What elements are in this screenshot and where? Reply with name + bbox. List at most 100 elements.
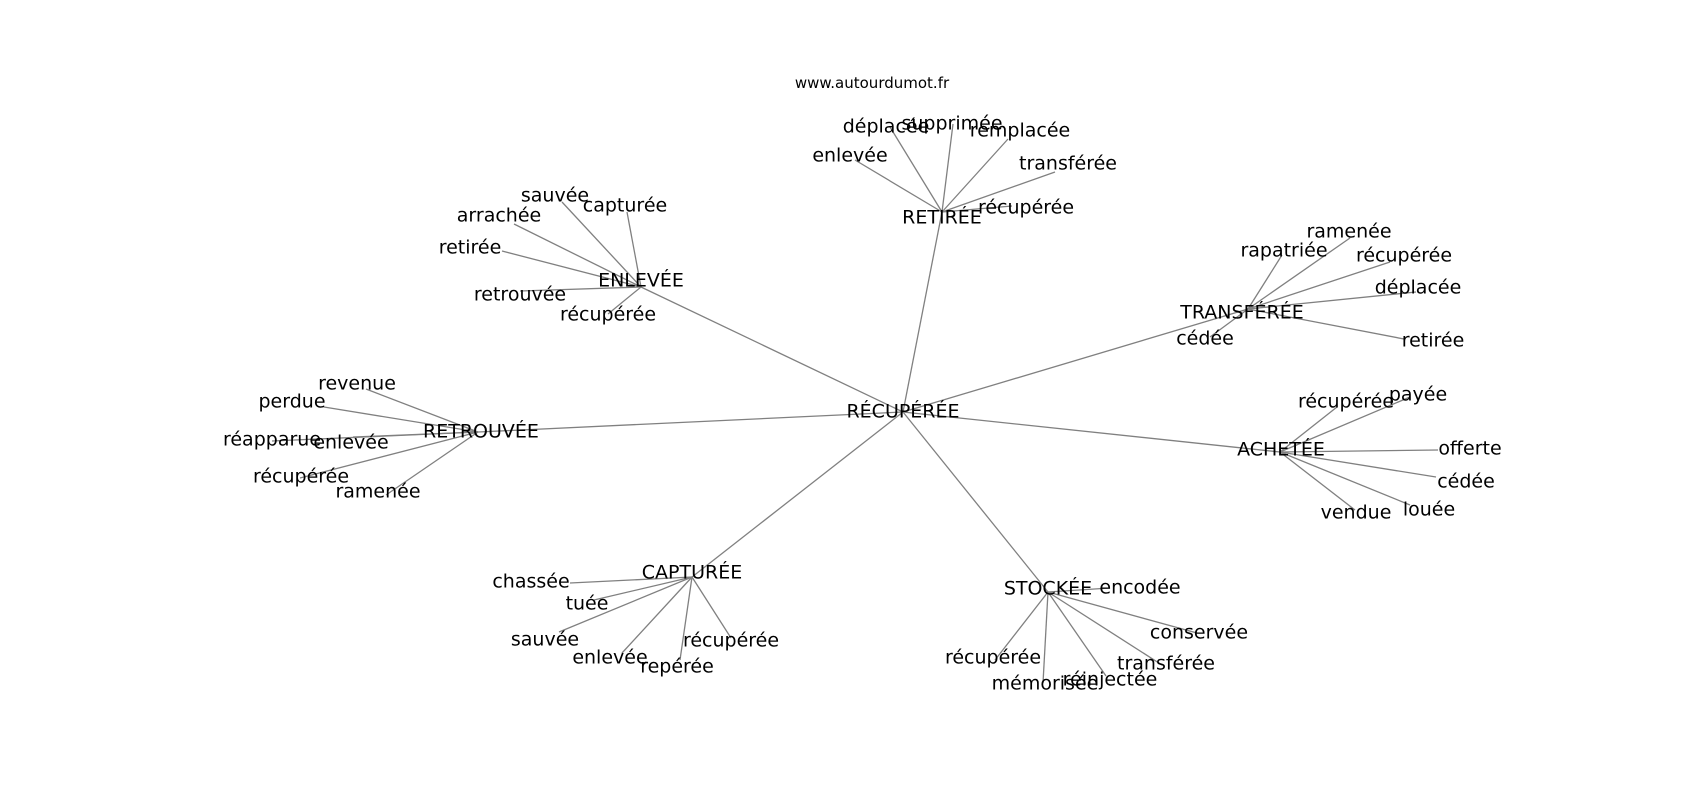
node-leaf-capturee-4: repérée [640,656,714,678]
edge-capturee-leaf-2 [558,576,693,633]
edge-retiree-leaf-5 [941,205,1013,213]
edge-retrouvee-leaf-4 [299,431,479,479]
edge-capturee-leaf-5 [691,576,732,639]
node-leaf-enlevee-5: récupérée [560,304,656,326]
edge-enlevee-leaf-3 [501,250,642,288]
node-leaf-retiree-0: déplacée [843,116,930,138]
node-leaf-retrouvee-5: ramenée [335,481,420,503]
edge-transferee-leaf-5 [1247,308,1405,340]
node-hub-retiree: RETIRÉE [902,206,982,229]
edge-retiree-leaf-0 [889,126,943,213]
edge-center-enlevee [640,286,904,413]
edge-transferee-leaf-1 [1247,254,1283,310]
node-leaf-enlevee-2: arrachée [457,205,541,227]
node-leaf-stockee-5: récupérée [945,647,1041,669]
edge-enlevee-leaf-4 [519,286,642,292]
node-leaf-transferee-4: cédée [1176,328,1234,350]
node-hub-achetee: ACHETÉE [1237,438,1325,461]
edge-transferee-leaf-4 [1209,308,1249,338]
node-leaf-capturee-2: sauvée [511,629,579,651]
graph-edges [271,123,1439,684]
node-hub-capturee: CAPTURÉE [642,561,742,584]
node-leaf-retiree-3: enlevée [812,145,887,167]
node-leaf-transferee-2: récupérée [1356,245,1452,267]
node-hub-transferee: TRANSFÉRÉE [1179,301,1303,324]
node-leaf-retiree-2: remplacée [970,120,1070,142]
edge-stockee-leaf-3 [1047,591,1107,677]
edge-center-transferee [902,308,1249,413]
node-leaf-retiree-4: transférée [1019,153,1117,175]
node-hub-retrouvee: RETROUVÉE [423,420,539,443]
edge-enlevee-leaf-5 [607,286,642,315]
edge-center-retrouvee [477,411,904,433]
edge-capturee-leaf-4 [679,576,693,661]
edge-center-stockee [902,411,1049,593]
node-leaf-stockee-2: transférée [1117,653,1215,675]
graph-labels: RÉCUPÉRÉERETIRÉEdéplacéesuppriméeremplac… [223,113,1502,695]
node-leaf-transferee-1: rapatriée [1240,240,1327,262]
edge-retrouvee-leaf-3 [352,431,479,438]
node-leaf-achetee-3: cédée [1437,471,1495,493]
edge-stockee-leaf-5 [994,591,1049,661]
node-leaf-enlevee-4: retrouvée [474,284,566,306]
node-leaf-transferee-0: ramenée [1306,221,1391,243]
edge-retiree-leaf-3 [854,159,943,213]
edge-retrouvee-leaf-1 [323,406,479,433]
node-leaf-achetee-5: vendue [1321,502,1392,524]
node-leaf-retrouvee-3: enlevée [313,432,388,454]
edge-stockee-leaf-1 [1047,591,1198,634]
node-leaf-capturee-1: tuée [566,593,609,615]
node-leaf-stockee-4: mémorisée [992,673,1099,695]
edge-transferee-leaf-3 [1247,291,1417,310]
node-leaf-retrouvee-2: réapparue [223,429,321,451]
edge-transferee-leaf-0 [1247,237,1351,310]
edge-enlevee-leaf-0 [561,201,642,288]
node-leaf-stockee-3: réinjectée [1063,669,1158,691]
edge-achetee-leaf-2 [1279,449,1439,453]
node-leaf-enlevee-3: retirée [439,237,502,259]
node-leaf-transferee-5: retirée [1402,330,1465,352]
edge-center-retiree [902,211,943,413]
edge-retrouvee-leaf-0 [365,388,479,433]
node-leaf-achetee-0: récupérée [1298,391,1394,413]
edge-achetee-leaf-3 [1279,451,1437,478]
node-leaf-stockee-0: encodée [1099,577,1180,599]
node-leaf-achetee-2: offerte [1438,438,1501,460]
edge-capturee-leaf-1 [593,576,693,601]
node-leaf-retrouvee-4: récupérée [253,466,349,488]
node-leaf-stockee-1: conservée [1150,622,1248,644]
node-leaf-retrouvee-1: perdue [258,391,325,413]
node-center: RÉCUPÉRÉE [846,400,959,423]
node-leaf-achetee-1: payée [1389,384,1447,406]
edge-enlevee-leaf-2 [513,223,642,288]
node-leaf-retiree-5: récupérée [978,197,1074,219]
edge-stockee-leaf-0 [1047,587,1111,593]
node-leaf-capturee-0: chassée [492,571,569,593]
edge-achetee-leaf-0 [1279,406,1338,453]
edge-retiree-leaf-2 [941,138,1009,213]
edge-achetee-leaf-4 [1279,451,1411,506]
edge-center-achetee [902,411,1281,453]
node-leaf-enlevee-0: sauvée [521,185,589,207]
node-leaf-capturee-5: récupérée [683,630,779,652]
edge-capturee-leaf-0 [569,576,693,584]
node-leaf-achetee-4: louée [1403,499,1455,521]
edge-stockee-leaf-4 [1042,591,1049,684]
node-leaf-enlevee-1: capturée [583,195,667,217]
node-leaf-retiree-1: supprimée [901,113,1002,135]
edge-capturee-leaf-3 [621,576,693,654]
edge-stockee-leaf-2 [1047,591,1163,666]
edge-center-capturee [691,411,904,578]
edge-retrouvee-leaf-5 [385,431,479,496]
edge-retiree-leaf-1 [941,123,954,213]
node-leaf-transferee-3: déplacée [1375,277,1462,299]
edge-achetee-leaf-1 [1279,396,1411,453]
node-hub-stockee: STOCKÉE [1004,577,1092,600]
edge-enlevee-leaf-1 [626,211,642,288]
edge-transferee-leaf-2 [1247,261,1391,310]
watermark: www.autourdumot.fr [795,74,950,92]
node-leaf-capturee-3: enlevée [572,647,647,669]
edge-retiree-leaf-4 [941,171,1056,213]
node-leaf-retrouvee-0: revenue [318,373,396,395]
